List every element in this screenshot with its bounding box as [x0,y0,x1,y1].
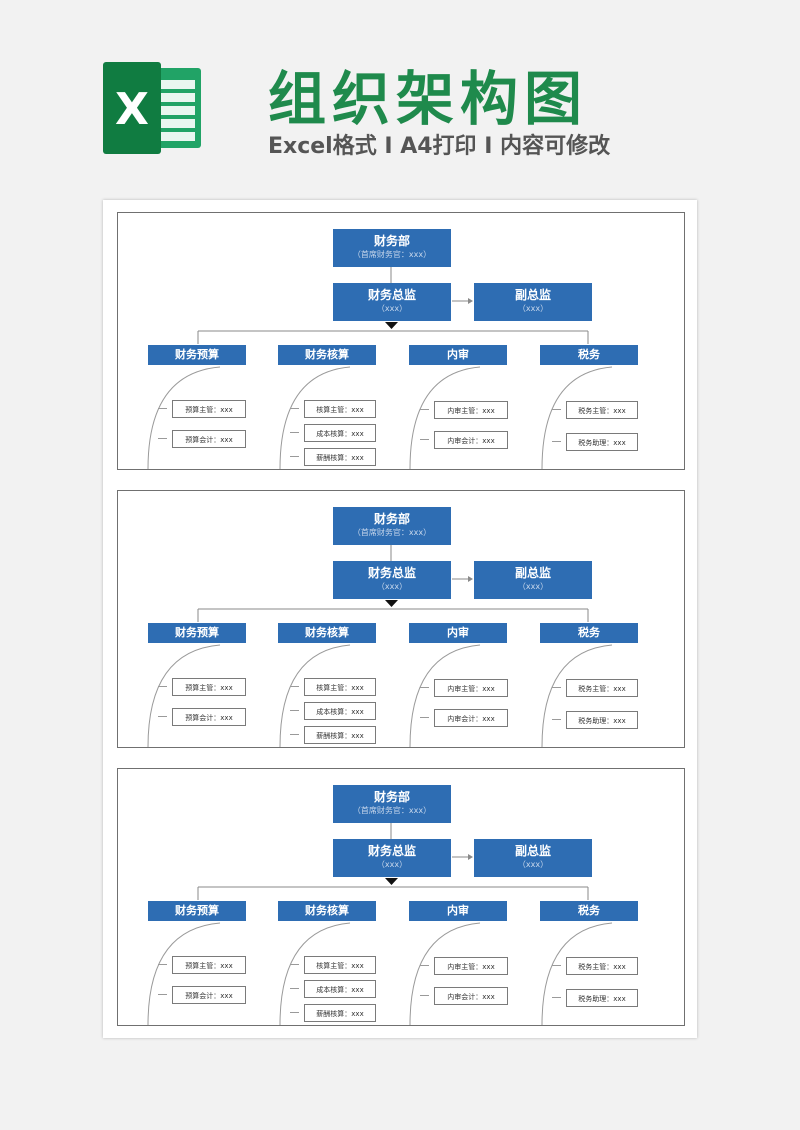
deputy-sub: （xxx） [517,304,549,313]
director-sub: （xxx） [376,582,408,591]
role-box[interactable]: 成本核算：xxx [304,702,376,720]
role-box[interactable]: 预算会计：xxx [172,430,246,448]
director-sub: （xxx） [376,304,408,313]
dept-budget[interactable]: 财务预算 [148,901,246,921]
dept-tax[interactable]: 税务 [540,623,638,643]
role-box[interactable]: 核算主管：xxx [304,678,376,696]
org-chart-panel: 财务部 （首席财务官：xxx） 财务总监 （xxx） 副总监 （xxx） 财务预… [117,768,685,1026]
role-box[interactable]: 薪酬核算：xxx [304,1004,376,1022]
role-box[interactable]: 税务主管：xxx [566,401,638,419]
role-box[interactable]: 核算主管：xxx [304,400,376,418]
role-box[interactable]: 税务助理：xxx [566,433,638,451]
dept-audit[interactable]: 内审 [409,623,507,643]
director-node[interactable]: 财务总监 （xxx） [333,283,451,321]
role-box[interactable]: 内审主管：xxx [434,401,508,419]
deputy-sub: （xxx） [517,582,549,591]
role-box[interactable]: 薪酬核算：xxx [304,448,376,466]
role-box[interactable]: 内审会计：xxx [434,987,508,1005]
logo-letter: X [115,84,149,135]
director-title: 财务总监 [367,288,416,302]
deputy-title: 副总监 [514,844,551,858]
director-sub: （xxx） [376,860,408,869]
root-node[interactable]: 财务部 （首席财务官：xxx） [333,229,451,267]
deputy-node[interactable]: 副总监 （xxx） [474,283,592,321]
dept-budget[interactable]: 财务预算 [148,345,246,365]
director-node[interactable]: 财务总监 （xxx） [333,561,451,599]
role-box[interactable]: 内审主管：xxx [434,679,508,697]
root-title: 财务部 [373,234,410,248]
role-box[interactable]: 预算会计：xxx [172,708,246,726]
role-box[interactable]: 内审会计：xxx [434,709,508,727]
director-title: 财务总监 [367,844,416,858]
dept-tax[interactable]: 税务 [540,345,638,365]
dept-budget[interactable]: 财务预算 [148,623,246,643]
deputy-title: 副总监 [514,566,551,580]
document-page: 财务部 （首席财务官：xxx） 财务总监 （xxx） 副总监 （xxx） 财务预… [103,200,697,1038]
excel-logo-icon: X [103,62,201,154]
role-box[interactable]: 核算主管：xxx [304,956,376,974]
role-box[interactable]: 薪酬核算：xxx [304,726,376,744]
role-box[interactable]: 内审主管：xxx [434,957,508,975]
dept-audit[interactable]: 内审 [409,901,507,921]
dept-tax[interactable]: 税务 [540,901,638,921]
dept-accounting[interactable]: 财务核算 [278,623,376,643]
role-box[interactable]: 税务主管：xxx [566,679,638,697]
deputy-node[interactable]: 副总监 （xxx） [474,561,592,599]
page-subtitle: Excel格式 I A4打印 I 内容可修改 [268,134,611,159]
director-title: 财务总监 [367,566,416,580]
root-sub: （首席财务官：xxx） [352,528,432,537]
org-chart-panel: 财务部 （首席财务官：xxx） 财务总监 （xxx） 副总监 （xxx） 财务预… [117,212,685,470]
role-box[interactable]: 预算会计：xxx [172,986,246,1004]
dept-accounting[interactable]: 财务核算 [278,345,376,365]
role-box[interactable]: 内审会计：xxx [434,431,508,449]
role-box[interactable]: 预算主管：xxx [172,400,246,418]
deputy-sub: （xxx） [517,860,549,869]
role-box[interactable]: 成本核算：xxx [304,980,376,998]
root-node[interactable]: 财务部 （首席财务官：xxx） [333,507,451,545]
role-box[interactable]: 税务助理：xxx [566,711,638,729]
root-sub: （首席财务官：xxx） [352,250,432,259]
connector-lines [147,267,613,469]
role-box[interactable]: 成本核算：xxx [304,424,376,442]
connector-lines [147,823,613,1025]
root-sub: （首席财务官：xxx） [352,806,432,815]
root-title: 财务部 [373,512,410,526]
role-box[interactable]: 税务助理：xxx [566,989,638,1007]
org-chart-panel: 财务部 （首席财务官：xxx） 财务总监 （xxx） 副总监 （xxx） 财务预… [117,490,685,748]
role-box[interactable]: 预算主管：xxx [172,678,246,696]
role-box[interactable]: 税务主管：xxx [566,957,638,975]
deputy-node[interactable]: 副总监 （xxx） [474,839,592,877]
director-node[interactable]: 财务总监 （xxx） [333,839,451,877]
deputy-title: 副总监 [514,288,551,302]
connector-lines [147,545,613,747]
dept-accounting[interactable]: 财务核算 [278,901,376,921]
root-node[interactable]: 财务部 （首席财务官：xxx） [333,785,451,823]
role-box[interactable]: 预算主管：xxx [172,956,246,974]
root-title: 财务部 [373,790,410,804]
dept-audit[interactable]: 内审 [409,345,507,365]
page-title: 组织架构图 [268,65,589,133]
